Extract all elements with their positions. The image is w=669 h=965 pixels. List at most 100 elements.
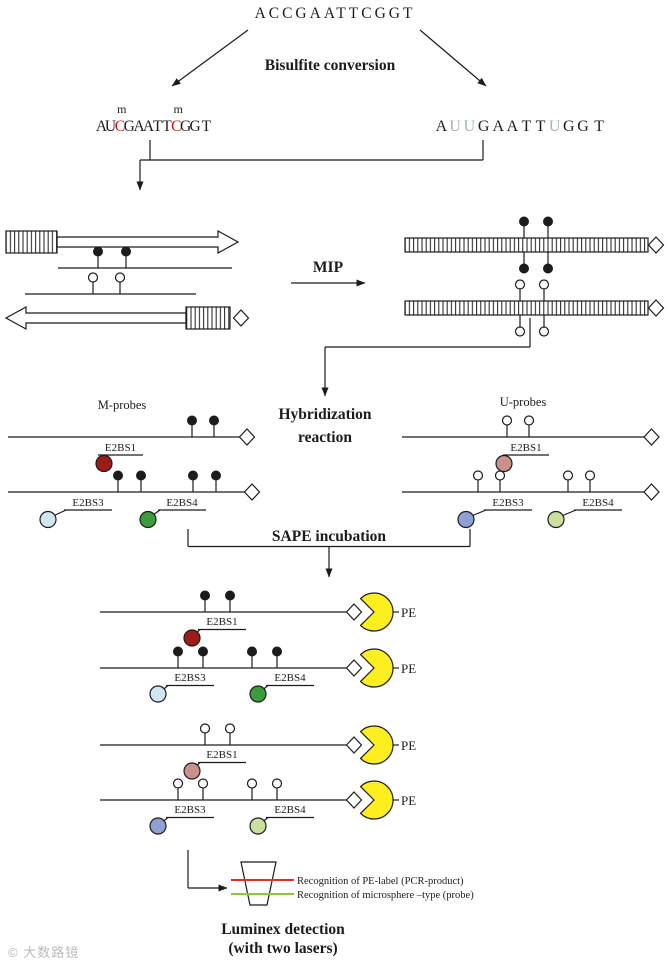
e2bs1-label: E2BS1 (206, 749, 237, 761)
e2bs3-label: E2BS3 (174, 672, 206, 684)
methyl-lollipop-icon (518, 216, 530, 239)
detection-funnel (240, 861, 277, 906)
unmethyl-lollipop-icon (501, 415, 513, 438)
m-probes-label: M-probes (98, 398, 147, 412)
e2bs1-label: E2BS1 (105, 442, 136, 454)
e2bs3-label: E2BS3 (174, 804, 206, 816)
unmethyl-lollipop-icon (514, 314, 526, 337)
diamond-tag-icon (643, 428, 660, 446)
diamond-tag-icon (345, 603, 363, 621)
unmethyl-lollipop-icon (494, 470, 506, 493)
e2bs3-label: E2BS3 (72, 497, 104, 509)
pe-label: PE (401, 738, 416, 753)
diamond-tag-icon (243, 483, 261, 501)
diamond-tag-icon (643, 483, 660, 501)
methyl-lollipop-icon (518, 251, 530, 274)
e2bs1-label: E2BS1 (206, 616, 237, 628)
microsphere-bead-u-e2bs4 (547, 510, 565, 529)
recognition-probe-label: Recognition of microsphere –type (probe) (297, 890, 474, 901)
methyl-lollipop-icon (135, 470, 147, 493)
microsphere-bead-u-e2bs3 (457, 510, 475, 529)
dna-duplex-unmethylated (404, 300, 649, 316)
unmethyl-lollipop-icon (271, 778, 283, 801)
diamond-tag-icon (232, 309, 250, 327)
branch-arrow-right (419, 29, 487, 87)
unmethyl-lollipop-icon (224, 723, 236, 746)
unmethyl-lollipop-icon (87, 272, 99, 295)
methyl-lollipop-icon (246, 646, 258, 669)
pe-label: PE (401, 793, 416, 808)
unmethyl-lollipop-icon (472, 470, 484, 493)
e2bs4-label: E2BS4 (274, 672, 306, 684)
diamond-tag-icon (647, 236, 665, 254)
unmethyl-lollipop-icon (246, 778, 258, 801)
methyl-lollipop-icon (542, 251, 554, 274)
watermark: © 大数路镜 (8, 945, 80, 960)
methyl-lollipop-icon (187, 470, 199, 493)
microsphere-bead-u-e2bs1 (183, 762, 201, 780)
primer-arrow-right (56, 229, 240, 255)
e2bs4-label: E2BS4 (582, 497, 614, 509)
microsphere-bead-u-e2bs1 (495, 454, 513, 473)
unmethyl-lollipop-icon (538, 314, 550, 337)
section-bisulfite: ACCGAATTCGGT Bisulfite conversion m m A … (96, 5, 605, 191)
methyl-lollipop-icon (210, 470, 222, 493)
methyl-m-mark: m (117, 102, 127, 116)
section-detection: Recognition of PE-label (PCR-product) Re… (187, 850, 474, 957)
methylated-sequence-text: A U C G A A T T C G G T (96, 118, 212, 135)
luminex-step-label: Luminex detection (221, 921, 345, 938)
dna-duplex-methylated (404, 237, 649, 253)
mip-step-label: MIP (313, 259, 344, 276)
methyl-m-mark: m (174, 102, 184, 116)
hatched-adapter (185, 306, 231, 330)
hybridization-step-label: reaction (298, 429, 352, 446)
unmethyl-lollipop-icon (172, 778, 184, 801)
methyl-lollipop-icon (542, 216, 554, 239)
unmethylated-sequence-text: A U U G A A T T U G G T (436, 118, 605, 135)
microsphere-bead-u-e2bs3 (149, 817, 167, 835)
primer-arrow-left (4, 305, 187, 331)
hybridization-step-label: Hybridization (278, 406, 371, 423)
section-mip: MIP (4, 216, 665, 397)
e2bs1-label: E2BS1 (510, 442, 541, 454)
diamond-tag-icon (647, 299, 665, 317)
luminex-step-label: (with two lasers) (228, 940, 337, 957)
methyl-lollipop-icon (112, 470, 124, 493)
unmethyl-lollipop-icon (538, 279, 550, 302)
unmethyl-lollipop-icon (199, 723, 211, 746)
pe-label: PE (401, 661, 416, 676)
methyl-lollipop-icon (197, 646, 209, 669)
methyl-lollipop-icon (224, 590, 236, 613)
mip-to-hybridization-connector (321, 318, 531, 397)
section-sape: SAPE incubation E2BS1 PE E2BS3 E2BS4 (100, 528, 471, 835)
microsphere-bead-m-e2bs3 (39, 510, 57, 529)
unmethyl-lollipop-icon (114, 272, 126, 295)
microsphere-bead-m-e2bs4 (139, 510, 157, 529)
original-sequence-text: ACCGAATTCGGT (255, 5, 416, 22)
microsphere-bead-m-e2bs4 (249, 685, 267, 703)
microsphere-bead-u-e2bs4 (249, 817, 267, 835)
diamond-tag-icon (345, 791, 363, 809)
methyl-lollipop-icon (186, 415, 198, 438)
microsphere-bead-m-e2bs3 (149, 685, 167, 703)
diamond-tag-icon (345, 659, 363, 677)
methyl-lollipop-icon (199, 590, 211, 613)
branch-arrow-left (171, 29, 249, 87)
diamond-tag-icon (345, 736, 363, 754)
methyl-lollipop-icon (92, 246, 104, 269)
pe-pacman-icon (359, 725, 394, 765)
section-hybridization: M-probes U-probes Hybridization reaction… (8, 395, 660, 529)
pe-pacman-icon (359, 780, 394, 820)
methyl-lollipop-icon (120, 246, 132, 269)
methyl-lollipop-icon (172, 646, 184, 669)
pe-pacman-icon (359, 592, 394, 632)
recognition-pe-label: Recognition of PE-label (PCR-product) (297, 876, 464, 887)
diamond-tag-icon (238, 428, 256, 446)
e2bs4-label: E2BS4 (274, 804, 306, 816)
sape-to-detection-connector (187, 850, 228, 892)
methyl-lollipop-icon (208, 415, 220, 438)
sape-step-label: SAPE incubation (272, 528, 387, 545)
pe-pacman-icon (359, 648, 394, 688)
